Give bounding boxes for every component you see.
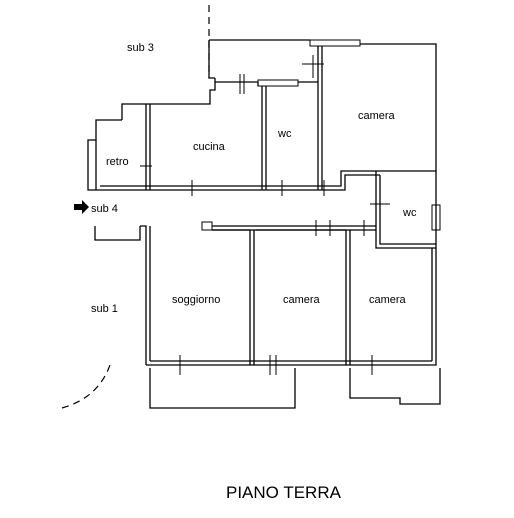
unit-label-sub3: sub 3 [127,42,154,54]
unit-label-sub4: sub 4 [91,203,118,215]
interior-walls [100,46,441,365]
room-label-soggiorno: soggiorno [172,294,220,306]
room-label-retro: retro [106,156,129,168]
boundary-arc-left [61,364,111,409]
exterior-walls [87,39,437,366]
floor-title: PIANO TERRA [226,483,342,502]
room-label-wc-right: wc [402,207,417,219]
room-label-camera-right: camera [369,294,407,306]
top-wall-band [215,39,361,87]
room-label-cucina: cucina [193,141,226,153]
room-label-wc-top: wc [277,128,292,140]
unit-label-sub1: sub 1 [91,303,118,315]
room-label-camera-mid: camera [283,294,321,306]
room-label-camera-top: camera [358,110,396,122]
arrow-right-icon [74,200,89,214]
opening-marks [140,55,390,375]
balconies [149,368,441,409]
